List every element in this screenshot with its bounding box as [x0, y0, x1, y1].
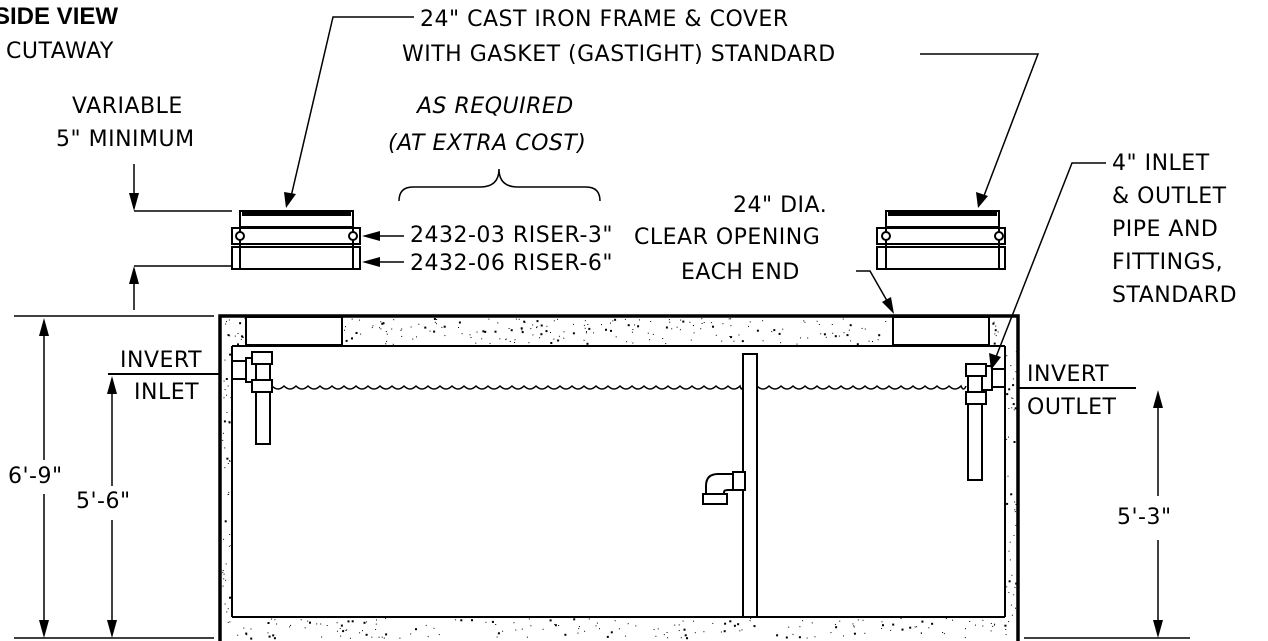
as-required-line2: (AT EXTRA COST) — [388, 131, 586, 156]
outlet-height-dimension: 5'-3" — [1024, 390, 1190, 639]
inlet-clear-opening — [245, 316, 343, 346]
view-subtitle: CUTAWAY — [6, 39, 114, 64]
riser-callout: AS REQUIRED (AT EXTRA COST) 2432-03 RISE… — [362, 94, 613, 276]
as-required-line1: AS REQUIRED — [415, 94, 574, 119]
tank-body — [218, 314, 1020, 641]
frame-label-line2: WITH GASKET (GASTIGHT) STANDARD — [402, 42, 836, 67]
frame-cover-callout: 24" CAST IRON FRAME & COVER WITH GASKET … — [284, 7, 1040, 208]
invert-inlet-label-2: INLET — [134, 380, 199, 405]
outlet-tee-fitting — [965, 363, 1006, 481]
invert-outlet-marker: INVERT OUTLET — [1018, 362, 1136, 420]
inlet-height-label: 5'-6" — [76, 489, 131, 514]
inlet-height-dimension: 5'-6" — [14, 376, 214, 639]
baffle-elbow-fitting — [702, 471, 746, 505]
invert-inlet-marker: INVERT INLET — [108, 348, 220, 405]
riser-3-label: 2432-03 RISER-3" — [410, 223, 613, 248]
clear-label-line2: CLEAR OPENING — [634, 225, 820, 250]
pipe-label-line4: FITTINGS, — [1112, 250, 1223, 275]
pipe-label-line1: 4" INLET — [1112, 151, 1210, 176]
pipe-label-line2: & OUTLET — [1112, 184, 1227, 209]
pipe-label-line3: PIPE AND — [1112, 217, 1218, 242]
invert-outlet-label-1: INVERT — [1027, 362, 1109, 387]
pipe-label-line5: STANDARD — [1112, 283, 1237, 308]
variable-label-line1: VARIABLE — [72, 94, 183, 119]
view-title: SIDE VIEW — [0, 3, 118, 30]
liquid-level-line — [271, 384, 967, 390]
tank-outer-wall — [218, 314, 1020, 641]
riser-6-label: 2432-06 RISER-6" — [410, 251, 613, 276]
clear-label-line3: EACH END — [681, 260, 800, 285]
concrete-aggregate-pattern — [222, 318, 1018, 640]
pipe-fittings-callout: 4" INLET & OUTLET PIPE AND FITTINGS, STA… — [989, 151, 1237, 370]
frame-label-line1: 24" CAST IRON FRAME & COVER — [420, 7, 789, 32]
variable-label-line2: 5" MINIMUM — [56, 127, 195, 152]
outlet-height-label: 5'-3" — [1117, 505, 1172, 530]
left-frame-and-cover — [231, 210, 361, 270]
total-height-dimension: 6'-9" — [8, 315, 214, 638]
outlet-clear-opening — [892, 316, 990, 346]
clear-label-line1: 24" DIA. — [733, 193, 827, 218]
total-height-label: 6'-9" — [8, 464, 63, 489]
variable-riser-dimension: VARIABLE 5" MINIMUM — [56, 94, 232, 310]
clear-opening-callout: 24" DIA. CLEAR OPENING EACH END — [634, 193, 894, 314]
right-frame-and-cover — [876, 210, 1006, 270]
invert-outlet-label-2: OUTLET — [1027, 395, 1117, 420]
invert-inlet-label-1: INVERT — [120, 348, 202, 373]
inlet-tee-fitting — [231, 351, 273, 445]
